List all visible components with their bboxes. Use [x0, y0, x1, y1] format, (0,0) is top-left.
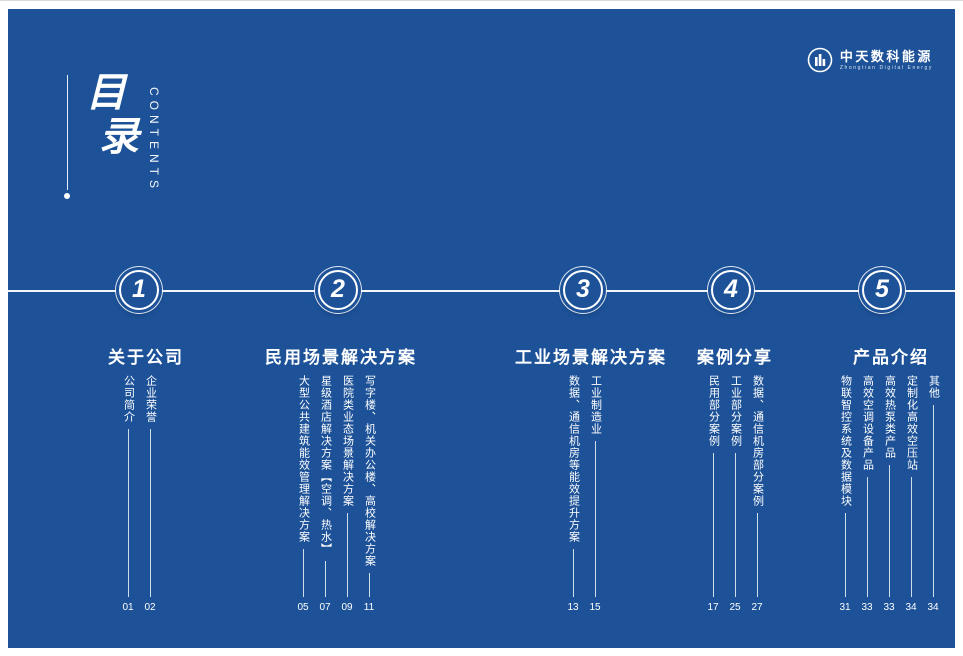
item-label: 写字楼、机关办公楼、高校解决方案: [363, 375, 376, 567]
section-items-products: 物联智控系统及数据模块 31 高效空调设备产品 33 高效热泵类产品 33 定制…: [834, 375, 944, 613]
toc-item: 数据、通信机房等能效提升方案 13: [562, 375, 584, 613]
node-number: 3: [576, 274, 590, 303]
item-label: 物联智控系统及数据模块: [839, 375, 852, 507]
item-label: 数据、通信机房等能效提升方案: [567, 375, 580, 543]
section-title-products: 产品介绍: [853, 348, 929, 367]
item-label: 高效热泵类产品: [883, 375, 896, 459]
item-page: 05: [297, 602, 309, 613]
toc-vertical-rule: [64, 71, 70, 199]
slide: 中天数科能源 Zhongtian Digital Energy 目 录 CONT…: [8, 9, 955, 648]
item-page: 33: [883, 602, 895, 613]
item-stem: [127, 429, 129, 597]
item-page: 13: [567, 602, 579, 613]
toc-item: 民用部分案例 17: [702, 375, 724, 613]
item-label: 定制化高效空压站: [905, 375, 918, 471]
item-stem: [756, 513, 758, 597]
item-stem: [572, 549, 574, 597]
toc-item: 医院类业态场景解决方案 09: [336, 375, 358, 613]
item-stem: [910, 477, 912, 597]
item-label: 工业部分案例: [729, 375, 742, 447]
section-items-about: 公司简介 01 企业荣誉 02: [117, 375, 161, 613]
timeline-node-1: 1: [119, 270, 159, 310]
item-page: 25: [729, 602, 741, 613]
item-stem: [149, 429, 151, 597]
item-label: 工业制造业: [589, 375, 602, 435]
toc-item: 高效空调设备产品 33: [856, 375, 878, 613]
item-page: 02: [144, 602, 156, 613]
item-label: 数据、通信机房部分案例: [751, 375, 764, 507]
node-number: 5: [875, 274, 889, 303]
item-page: 33: [861, 602, 873, 613]
section-title-industrial: 工业场景解决方案: [515, 348, 667, 367]
section-title-cases: 案例分享: [697, 348, 773, 367]
item-stem: [712, 453, 714, 597]
item-page: 09: [341, 602, 353, 613]
item-stem: [594, 441, 596, 597]
toc-item: 工业制造业 15: [584, 375, 606, 613]
toc-char-2: 录: [99, 115, 139, 159]
toc-item: 数据、通信机房部分案例 27: [746, 375, 768, 613]
timeline-node-5: 5: [862, 270, 902, 310]
item-stem: [324, 561, 326, 597]
item-label: 医院类业态场景解决方案: [341, 375, 354, 507]
item-page: 07: [319, 602, 331, 613]
item-stem: [866, 477, 868, 597]
item-label: 公司简介: [122, 375, 135, 423]
toc-item: 大型公共建筑能效管理解决方案 05: [292, 375, 314, 613]
timeline-node-3: 3: [563, 270, 603, 310]
item-stem: [888, 465, 890, 597]
toc-item: 写字楼、机关办公楼、高校解决方案 11: [358, 375, 380, 613]
rule-dot: [64, 193, 70, 199]
item-label: 星级酒店解决方案【空调、热水】: [319, 375, 332, 555]
node-number: 2: [331, 274, 345, 303]
company-logo: 中天数科能源 Zhongtian Digital Energy: [807, 47, 933, 73]
section-items-cases: 民用部分案例 17 工业部分案例 25 数据、通信机房部分案例 27: [702, 375, 768, 613]
item-label: 大型公共建筑能效管理解决方案: [297, 375, 310, 543]
item-page: 15: [589, 602, 601, 613]
item-page: 31: [839, 602, 851, 613]
item-label: 其他: [927, 375, 940, 399]
toc-item: 企业荣誉 02: [139, 375, 161, 613]
section-items-industrial: 数据、通信机房等能效提升方案 13 工业制造业 15: [562, 375, 606, 613]
toc-item: 星级酒店解决方案【空调、热水】 07: [314, 375, 336, 613]
toc-item: 公司简介 01: [117, 375, 139, 613]
toc-item: 高效热泵类产品 33: [878, 375, 900, 613]
timeline-node-4: 4: [711, 270, 751, 310]
toc-item: 物联智控系统及数据模块 31: [834, 375, 856, 613]
item-page: 27: [751, 602, 763, 613]
timeline-line: [8, 290, 955, 292]
toc-title-block: 目 录 CONTENTS: [64, 71, 161, 199]
section-items-civil: 大型公共建筑能效管理解决方案 05 星级酒店解决方案【空调、热水】 07 医院类…: [292, 375, 380, 613]
section-title-about: 关于公司: [108, 348, 184, 367]
item-stem: [932, 405, 934, 597]
section-title-civil: 民用场景解决方案: [265, 348, 417, 367]
item-page: 17: [707, 602, 719, 613]
item-label: 企业荣誉: [144, 375, 157, 423]
item-page: 01: [122, 602, 134, 613]
toc-title-en: CONTENTS: [147, 87, 161, 193]
toc-char-1: 目: [86, 71, 126, 115]
item-label: 高效空调设备产品: [861, 375, 874, 471]
item-stem: [346, 513, 348, 597]
toc-item: 定制化高效空压站 34: [900, 375, 922, 613]
node-number: 4: [724, 274, 738, 303]
timeline-node-2: 2: [318, 270, 358, 310]
toc-item: 工业部分案例 25: [724, 375, 746, 613]
toc-title-zh: 目 录: [86, 71, 139, 199]
item-stem: [844, 513, 846, 597]
item-page: 34: [905, 602, 917, 613]
brand-subtext: Zhongtian Digital Energy: [839, 65, 933, 72]
energy-emblem-icon: [807, 47, 833, 73]
brand-name: 中天数科能源: [839, 48, 933, 64]
item-stem: [302, 549, 304, 597]
item-stem: [368, 573, 370, 597]
item-page: 11: [363, 602, 375, 613]
logo-text: 中天数科能源 Zhongtian Digital Energy: [840, 49, 933, 71]
item-label: 民用部分案例: [707, 375, 720, 447]
rule-line: [66, 75, 68, 190]
item-stem: [734, 453, 736, 597]
node-number: 1: [132, 274, 146, 303]
item-page: 34: [927, 602, 939, 613]
toc-item: 其他 34: [922, 375, 944, 613]
